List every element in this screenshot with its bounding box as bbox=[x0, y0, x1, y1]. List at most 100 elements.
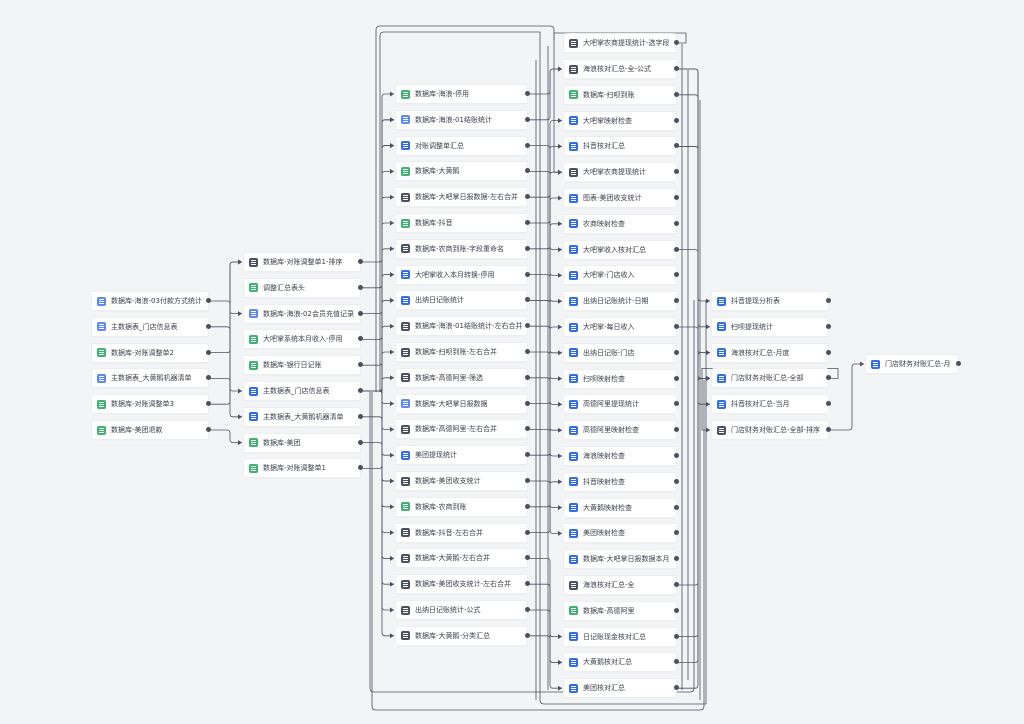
node-m9[interactable]: 数据库-对账调整单1 bbox=[244, 459, 363, 478]
node-n5[interactable]: 数据库-对账调整单3 bbox=[92, 395, 211, 414]
output-port-icon[interactable] bbox=[674, 556, 679, 562]
output-port-icon[interactable] bbox=[358, 284, 363, 290]
output-port-icon[interactable] bbox=[525, 194, 530, 200]
node-c20[interactable]: 数据库-美团收支统计-左右合并 bbox=[396, 575, 530, 594]
output-port-icon[interactable] bbox=[358, 259, 363, 264]
node-d7[interactable]: 农商映射检查 bbox=[564, 214, 679, 233]
node-c16[interactable]: 数据库-美团收支统计 bbox=[396, 472, 530, 490]
output-port-icon[interactable] bbox=[525, 220, 530, 225]
output-port-icon[interactable] bbox=[674, 298, 679, 304]
output-port-icon[interactable] bbox=[525, 555, 530, 561]
output-port-icon[interactable] bbox=[525, 607, 530, 612]
node-d10[interactable]: 出纳日记账统计-日期 bbox=[564, 292, 679, 311]
node-d19[interactable]: 美团映射检查 bbox=[564, 524, 679, 543]
node-m4[interactable]: 大吧掌系统本月收入-停用 bbox=[244, 330, 363, 349]
node-n2[interactable]: 主数据表_门店信息表 bbox=[92, 317, 211, 336]
output-port-icon[interactable] bbox=[674, 685, 679, 691]
node-d2[interactable]: 数据库-扫呗到账 bbox=[564, 85, 679, 104]
node-d0[interactable]: 大吧掌农商提现统计-选字段 bbox=[564, 34, 679, 52]
node-c22[interactable]: 数据库-大黄鹅-分类汇总 bbox=[396, 626, 530, 645]
output-port-icon[interactable] bbox=[674, 582, 679, 587]
node-c10[interactable]: 数据库-海浪-01结账统计-左右合并 bbox=[396, 317, 530, 336]
node-c21[interactable]: 出纳日记账统计-公式 bbox=[396, 601, 530, 619]
output-port-icon[interactable] bbox=[206, 375, 211, 381]
node-d3[interactable]: 大吧掌映射检查 bbox=[564, 111, 679, 130]
output-port-icon[interactable] bbox=[674, 220, 679, 226]
output-port-icon[interactable] bbox=[525, 142, 530, 148]
output-port-icon[interactable] bbox=[674, 607, 679, 613]
node-c6[interactable]: 数据库-抖音 bbox=[396, 214, 530, 232]
output-port-icon[interactable] bbox=[826, 349, 831, 355]
output-port-icon[interactable] bbox=[206, 401, 211, 407]
node-c2[interactable]: 数据库-海浪-01结账统计 bbox=[396, 110, 530, 129]
output-port-icon[interactable] bbox=[358, 413, 363, 419]
output-port-icon[interactable] bbox=[358, 439, 363, 445]
output-port-icon[interactable] bbox=[674, 66, 679, 71]
node-d4[interactable]: 抖音核对汇总 bbox=[564, 137, 679, 156]
output-port-icon[interactable] bbox=[674, 117, 679, 123]
output-port-icon[interactable] bbox=[525, 349, 530, 354]
output-port-icon[interactable] bbox=[206, 323, 211, 329]
output-port-icon[interactable] bbox=[826, 427, 831, 432]
node-c8[interactable]: 大吧掌收入本月转换-停用 bbox=[396, 265, 530, 284]
node-n6[interactable]: 数据库-美团退款 bbox=[92, 421, 211, 439]
node-c3[interactable]: 对账调整单汇总 bbox=[396, 136, 530, 155]
output-port-icon[interactable] bbox=[358, 362, 363, 368]
node-m3[interactable]: 数据库-海浪-02会员充值记录 bbox=[244, 304, 363, 323]
node-e5[interactable]: 抖音核对汇总-当月 bbox=[712, 395, 831, 414]
node-c9[interactable]: 出纳日记账统计 bbox=[396, 291, 530, 310]
node-d18[interactable]: 大黄鹅映射检查 bbox=[564, 498, 679, 517]
node-d5[interactable]: 大吧掌农商提现统计 bbox=[564, 163, 679, 182]
output-port-icon[interactable] bbox=[674, 659, 679, 665]
node-d1[interactable]: 海浪核对汇总-全-公式 bbox=[564, 60, 679, 78]
node-d24[interactable]: 大黄鹅核对汇总 bbox=[564, 653, 679, 672]
node-f1[interactable]: 门店财务对账汇总-月 bbox=[866, 355, 961, 373]
output-port-icon[interactable] bbox=[674, 246, 679, 252]
node-n3[interactable]: 数据库-对账调整单2 bbox=[92, 343, 211, 362]
node-d13[interactable]: 扫呗映射检查 bbox=[564, 369, 679, 388]
output-port-icon[interactable] bbox=[525, 374, 530, 380]
output-port-icon[interactable] bbox=[674, 453, 679, 458]
output-port-icon[interactable] bbox=[674, 478, 679, 484]
output-port-icon[interactable] bbox=[674, 324, 679, 329]
output-port-icon[interactable] bbox=[525, 632, 530, 638]
node-c5[interactable]: 数据库-大吧掌日报数据-左右合并 bbox=[396, 188, 530, 207]
output-port-icon[interactable] bbox=[674, 401, 679, 407]
node-d21[interactable]: 海浪核对汇总-全 bbox=[564, 576, 679, 594]
node-d20[interactable]: 数据库-大吧掌日报数据本月 bbox=[564, 550, 679, 569]
output-port-icon[interactable] bbox=[525, 245, 530, 251]
output-port-icon[interactable] bbox=[525, 400, 530, 406]
output-port-icon[interactable] bbox=[525, 452, 530, 458]
node-m6[interactable]: 主数据表_门店信息表 bbox=[244, 382, 363, 400]
output-port-icon[interactable] bbox=[674, 349, 679, 355]
output-port-icon[interactable] bbox=[206, 349, 211, 355]
output-port-icon[interactable] bbox=[674, 530, 679, 536]
output-port-icon[interactable] bbox=[525, 297, 530, 303]
output-port-icon[interactable] bbox=[674, 633, 679, 639]
output-port-icon[interactable] bbox=[674, 427, 679, 433]
output-port-icon[interactable] bbox=[525, 529, 530, 535]
node-d23[interactable]: 日记账现金核对汇总 bbox=[564, 627, 679, 646]
node-n4[interactable]: 主数据表_大黄鹅机器清单 bbox=[92, 369, 211, 388]
node-d9[interactable]: 大吧掌-门店收入 bbox=[564, 266, 679, 285]
output-port-icon[interactable] bbox=[525, 91, 530, 96]
node-e4[interactable]: 门店财务对账汇总-全部 bbox=[712, 369, 831, 388]
node-d22[interactable]: 数据库-高德阿里 bbox=[564, 601, 679, 620]
output-port-icon[interactable] bbox=[525, 426, 530, 432]
node-m8[interactable]: 数据库-美团 bbox=[244, 433, 363, 452]
node-d16[interactable]: 海浪映射检查 bbox=[564, 447, 679, 465]
node-c19[interactable]: 数据库-大黄鹅-左右合并 bbox=[396, 549, 530, 568]
output-port-icon[interactable] bbox=[525, 503, 530, 509]
node-d11[interactable]: 大吧掌-每日收入 bbox=[564, 318, 679, 336]
node-d15[interactable]: 高德阿里映射检查 bbox=[564, 421, 679, 440]
node-c11[interactable]: 数据库-扫呗到账-左右合并 bbox=[396, 343, 530, 361]
output-port-icon[interactable] bbox=[674, 272, 679, 278]
output-port-icon[interactable] bbox=[358, 465, 363, 471]
node-d12[interactable]: 出纳日记账-门店 bbox=[564, 343, 679, 362]
node-d25[interactable]: 美团核对汇总 bbox=[564, 679, 679, 698]
node-c17[interactable]: 数据库-农商到账 bbox=[396, 497, 530, 516]
output-port-icon[interactable] bbox=[206, 427, 211, 432]
output-port-icon[interactable] bbox=[674, 169, 679, 175]
output-port-icon[interactable] bbox=[674, 40, 679, 45]
output-port-icon[interactable] bbox=[358, 336, 363, 342]
